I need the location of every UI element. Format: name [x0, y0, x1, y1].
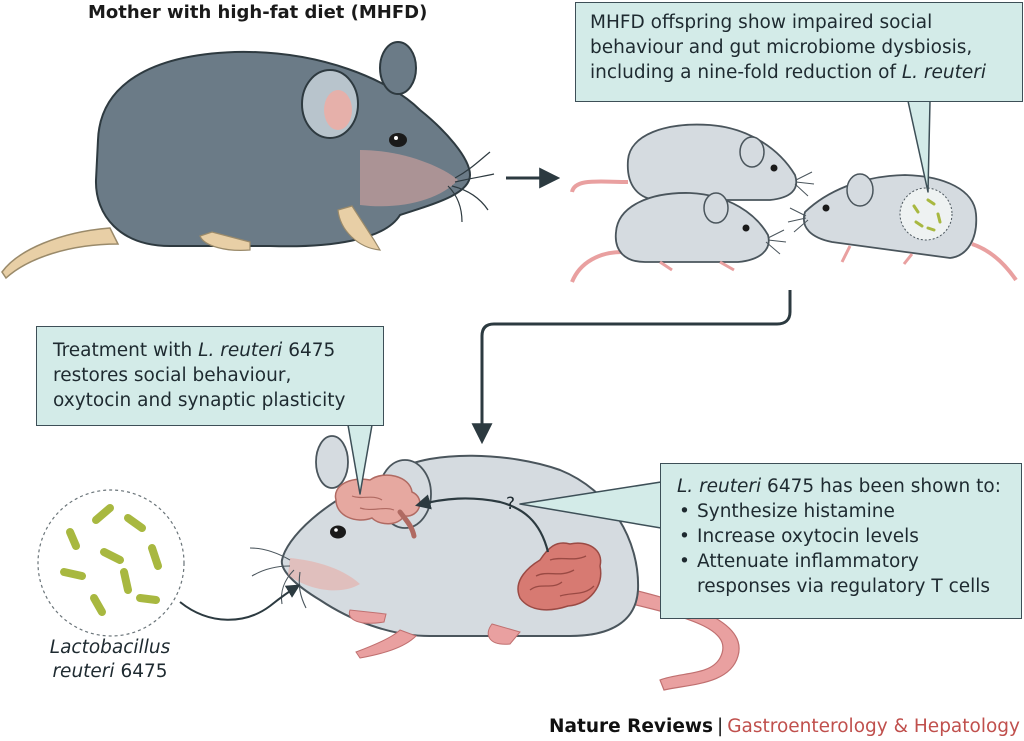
- treatment-callout-line-2: restores social behaviour,: [53, 363, 383, 388]
- strain-number: 6475: [115, 661, 168, 682]
- offspring-callout-line-1: MHFD offspring show impaired social: [590, 10, 1012, 35]
- species-name: L. reuteri: [198, 340, 282, 361]
- unknown-mechanism-question-mark: ?: [506, 494, 515, 514]
- mother-ear-back: [380, 42, 416, 94]
- offspring-mouse-1: [572, 125, 814, 200]
- offspring-mouse-2: [572, 193, 786, 282]
- bacteria-inset: [38, 490, 184, 636]
- bacteria-label-line-2: reuteri 6475: [40, 660, 180, 684]
- treatment-callout: Treatment with L. reuteri 6475 restores …: [36, 326, 384, 426]
- fact-item: Increase oxytocin levels: [677, 524, 1015, 549]
- treatment-callout-prefix: Treatment with: [53, 340, 198, 361]
- mother-mouse: [2, 42, 494, 278]
- offspring-callout-line-2: behaviour and gut microbiome dysbiosis,: [590, 35, 1012, 60]
- treated-ear-back: [316, 436, 348, 488]
- offspring-callout-line-3: including a nine-fold reduction of L. re…: [590, 60, 1012, 85]
- treatment-callout-line-3: oxytocin and synaptic plasticity: [53, 388, 383, 413]
- arrow-bacteria-to-mouse: [180, 586, 298, 620]
- facts-callout: L. reuteri 6475 has been shown to: Synth…: [660, 463, 1022, 619]
- facts-list: Synthesize histamine Increase oxytocin l…: [677, 499, 1015, 599]
- treated-eye: [330, 526, 346, 539]
- species-name: reuteri: [52, 661, 114, 682]
- facts-callout-heading: L. reuteri 6475 has been shown to:: [677, 474, 1015, 499]
- publisher-brand: Nature Reviews: [549, 716, 713, 737]
- bacteria-label-genus: Lactobacillus: [40, 636, 180, 660]
- mother-tail: [2, 228, 118, 278]
- offspring-mouse-3: [788, 174, 1016, 280]
- genus-name: Lactobacillus: [50, 637, 170, 658]
- bacteria-label: Lactobacillus reuteri 6475: [40, 636, 180, 684]
- fact-item: Synthesize histamine: [677, 499, 1015, 524]
- mother-ear-inner: [324, 90, 352, 130]
- fact-item: Attenuate inflammatory responses via reg…: [677, 549, 1015, 599]
- species-name: L. reuteri: [902, 62, 986, 83]
- footer-separator: |: [713, 716, 727, 737]
- treatment-callout-line-1: Treatment with L. reuteri 6475: [53, 338, 383, 363]
- treatment-callout-strain: 6475: [282, 340, 335, 361]
- offspring-callout-line-3-text: including a nine-fold reduction of: [590, 62, 902, 83]
- species-name: L. reuteri: [677, 476, 761, 497]
- arrow-offspring-to-treated: [482, 290, 790, 440]
- treated-front-paw-2: [356, 630, 416, 658]
- offspring-callout: MHFD offspring show impaired social beha…: [575, 2, 1023, 102]
- journal-footer: Nature Reviews|Gastroenterology & Hepato…: [549, 716, 1020, 737]
- mother-eye: [389, 133, 407, 147]
- facts-callout-heading-text: 6475 has been shown to:: [761, 476, 1001, 497]
- mother-title: Mother with high-fat diet (MHFD): [88, 2, 427, 23]
- journal-name: Gastroenterology & Hepatology: [727, 716, 1020, 737]
- gut-dysbiosis-inset: [900, 188, 952, 240]
